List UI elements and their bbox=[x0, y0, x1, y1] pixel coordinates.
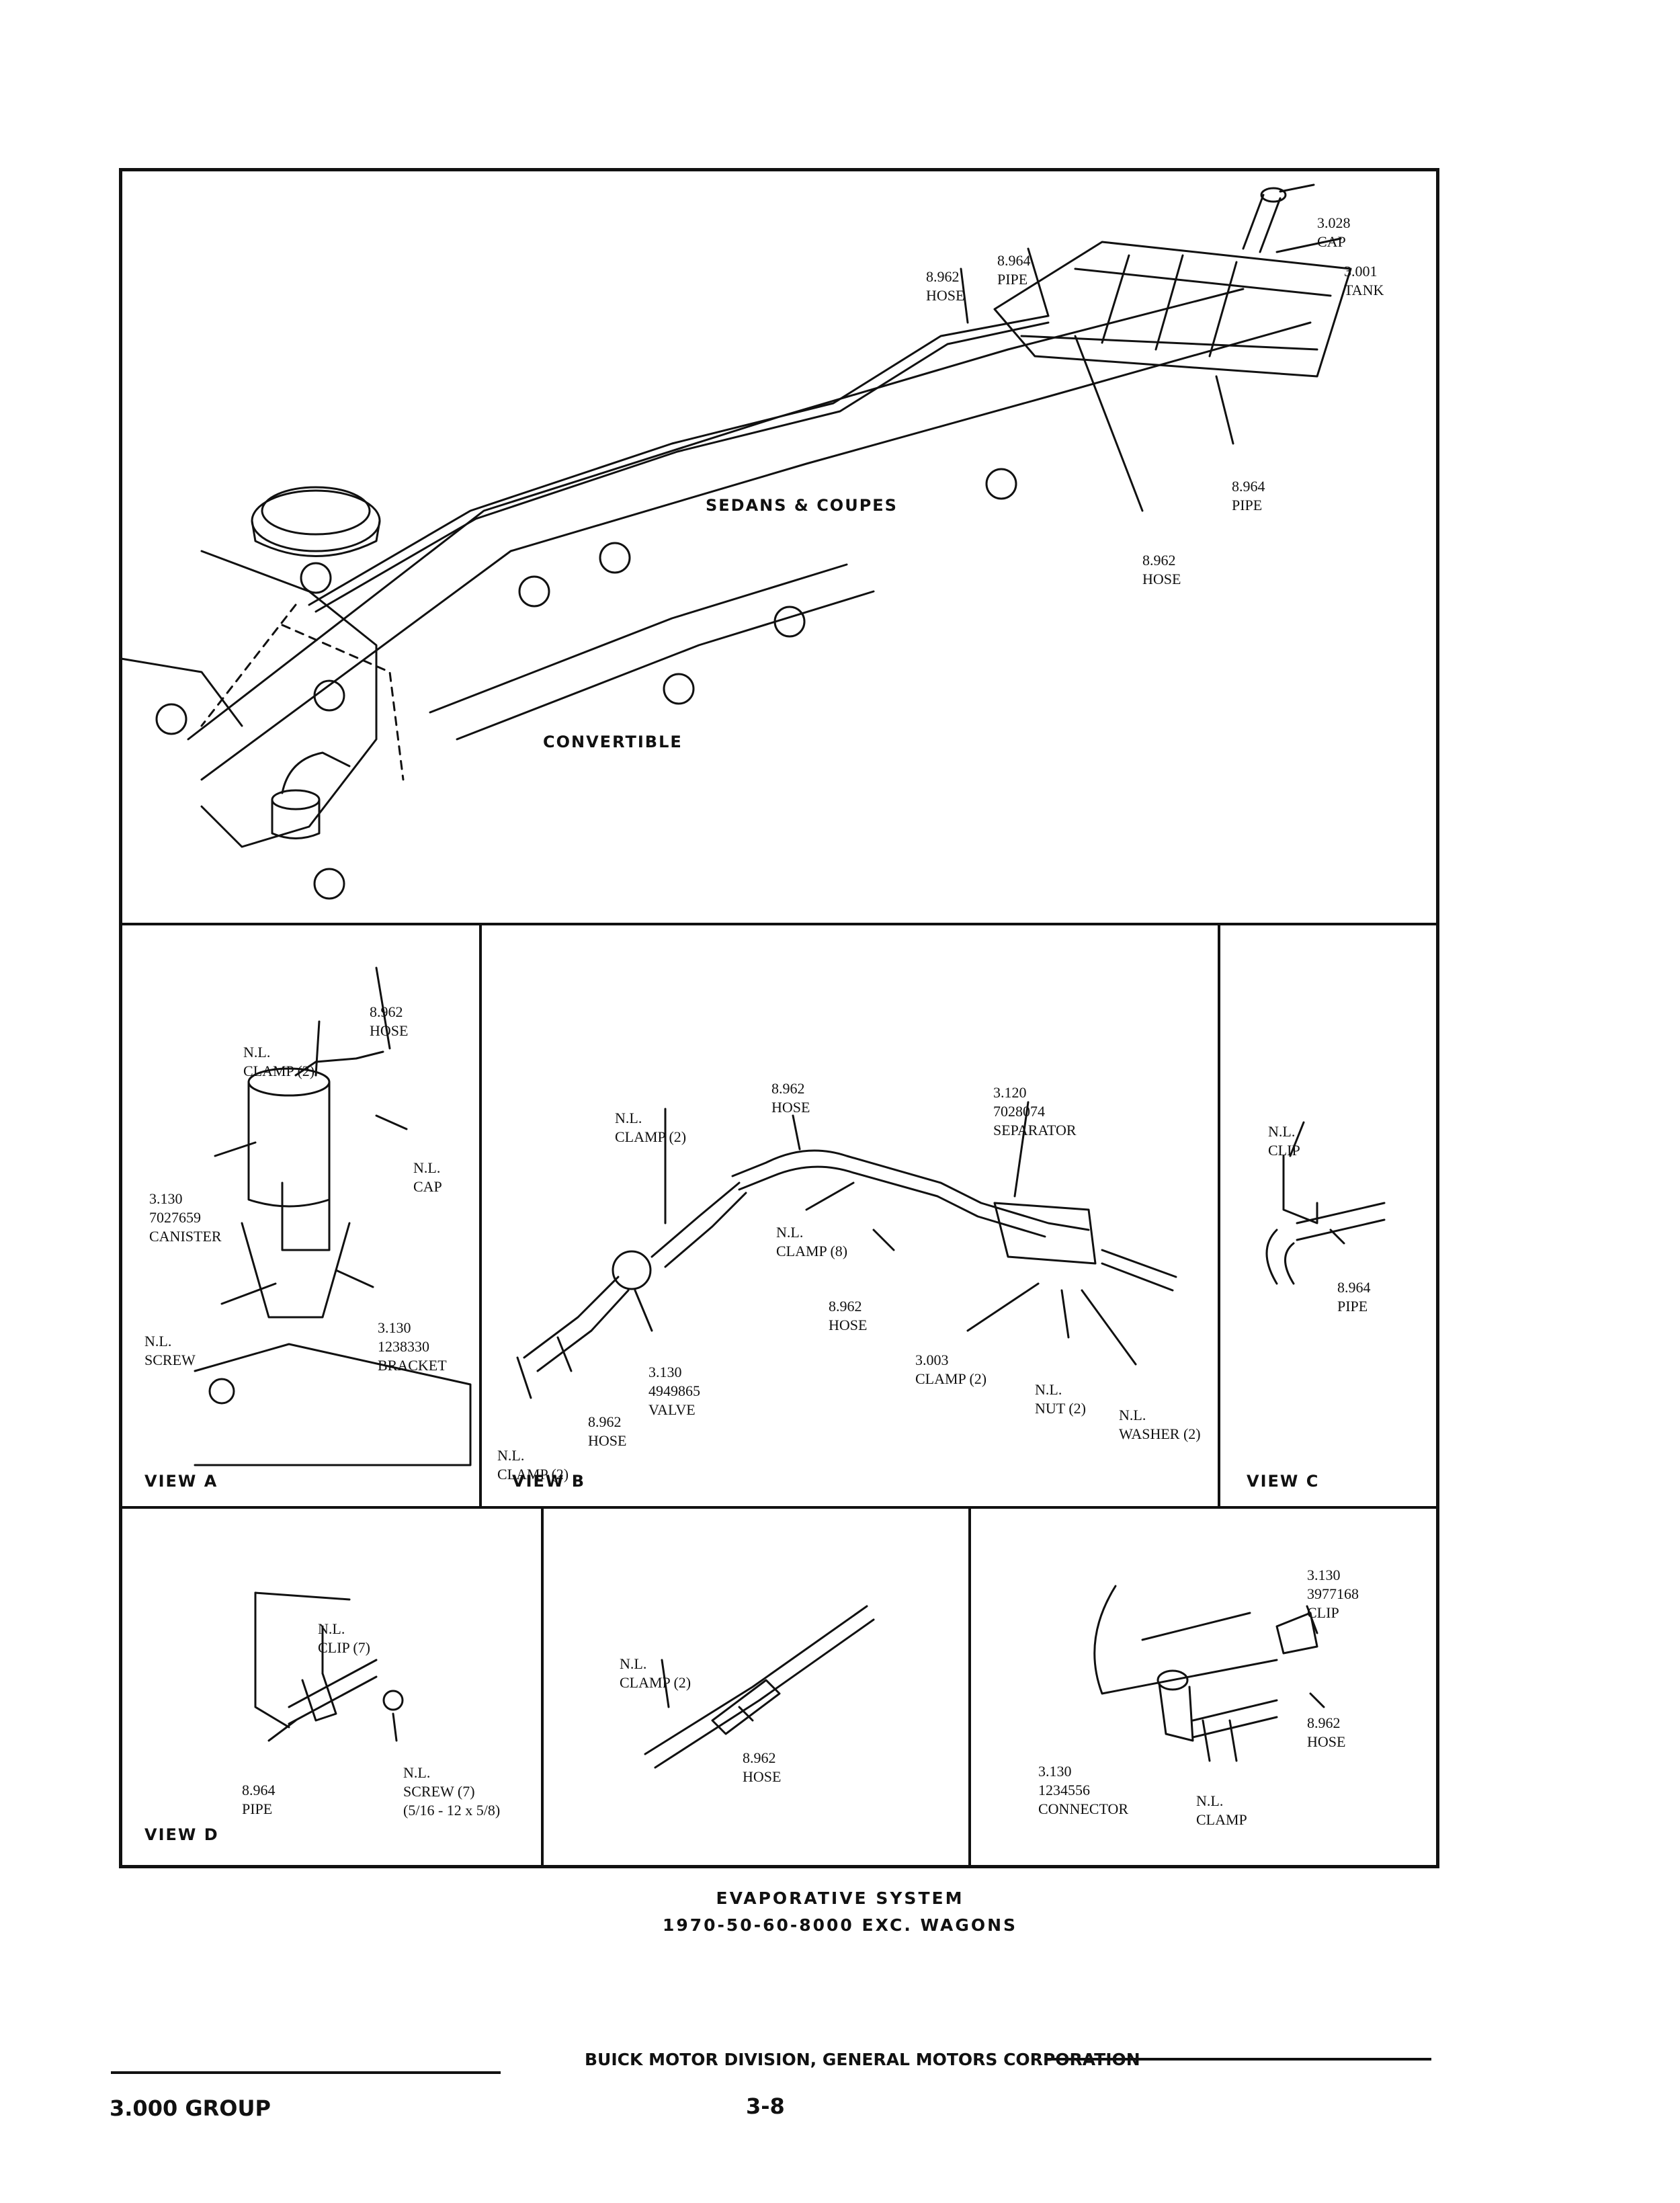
caption-title: EVAPORATIVE SYSTEM bbox=[716, 1888, 964, 1908]
diagram-frame bbox=[119, 168, 1439, 1868]
view-b-washer: N.L.WASHER (2) bbox=[1119, 1407, 1201, 1442]
divider-a-b bbox=[479, 923, 482, 1507]
convertible-label: CONVERTIBLE bbox=[543, 733, 683, 751]
footer-rule-right bbox=[1045, 2058, 1431, 2061]
view-a-screw: N.L.SCREW bbox=[144, 1333, 196, 1368]
divider-row2-bottom bbox=[119, 1506, 1439, 1509]
view-a-clamp: N.L.CLAMP (2) bbox=[243, 1044, 315, 1079]
sedans-coupes-label: SEDANS & COUPES bbox=[706, 496, 898, 515]
view-c-clip: N.L.CLIP bbox=[1268, 1123, 1300, 1159]
divider-e-f bbox=[968, 1506, 971, 1868]
view-b-title: VIEW B bbox=[512, 1472, 586, 1491]
caption-subtitle: 1970-50-60-8000 EXC. WAGONS bbox=[662, 1915, 1018, 1935]
view-a-cap: N.L.CAP bbox=[413, 1159, 442, 1195]
view-e-clamp: N.L.CLAMP (2) bbox=[620, 1655, 691, 1691]
divider-b-c bbox=[1218, 923, 1220, 1507]
view-c-title: VIEW C bbox=[1247, 1472, 1320, 1491]
view-a-title: VIEW A bbox=[144, 1472, 218, 1491]
view-b-clamp-8: N.L.CLAMP (8) bbox=[776, 1224, 848, 1259]
view-d-title: VIEW D bbox=[144, 1825, 219, 1844]
view-b-clamp-2: N.L.CLAMP (2) bbox=[615, 1110, 687, 1145]
footer-page: 3-8 bbox=[746, 2093, 785, 2119]
view-b-clamp-bottom: N.L.CLAMP (2) bbox=[497, 1447, 569, 1483]
footer-group: 3.000 GROUP bbox=[110, 2095, 271, 2121]
divider-d-e bbox=[541, 1506, 544, 1868]
footer-rule-left bbox=[111, 2071, 501, 2074]
footer-division: BUICK MOTOR DIVISION, GENERAL MOTORS COR… bbox=[585, 2050, 1140, 2069]
view-d-clip: N.L.CLIP (7) bbox=[318, 1620, 371, 1656]
view-f-clamp: N.L.CLAMP bbox=[1196, 1792, 1247, 1828]
view-b-nut: N.L.NUT (2) bbox=[1035, 1381, 1086, 1417]
view-d-screw: N.L.SCREW (7)(5/16 - 12 x 5/8) bbox=[403, 1764, 501, 1819]
divider-main-bottom bbox=[119, 923, 1439, 925]
